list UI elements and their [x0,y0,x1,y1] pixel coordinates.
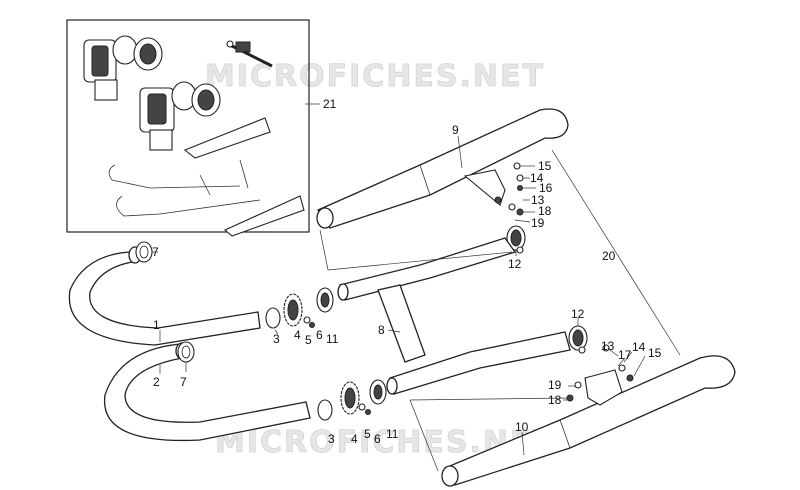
callout-12-upper: 12 [508,257,522,271]
callout-13-lower: 13 [601,339,615,353]
callout-19-upper: 19 [531,216,545,230]
callout-14-lower: 14 [632,340,646,354]
callout-20: 20 [602,249,616,263]
inset-carburetor-lower [139,81,221,151]
callout-8: 8 [378,323,385,337]
watermark-top: MICROFICHES.NET [205,59,545,94]
lower-ring-set [317,379,387,421]
inset-mini-exhaust [108,117,305,237]
callout-3-upper: 3 [273,332,280,346]
muffler-lower [441,355,736,487]
callout-4-upper: 4 [294,328,301,342]
callout-10: 10 [515,420,529,434]
callout-20-leader [319,149,681,472]
callout-7-upper: 7 [152,245,159,259]
callout-21: 21 [323,97,337,111]
callout-6-lower: 6 [374,432,381,446]
callout-18-lower: 18 [548,393,562,407]
inset-throttle-rod [226,40,273,68]
callout-3-lower: 3 [328,432,335,446]
callout-17: 17 [618,348,632,362]
callout-12-lower: 12 [571,307,585,321]
callout-13-upper: 13 [531,193,545,207]
header-pipe-1 [68,246,261,346]
callout-15-upper: 15 [538,159,552,173]
callout-19-lower: 19 [548,378,562,392]
callout-7-lower: 7 [180,375,187,389]
inset-carburetor-upper [83,35,163,101]
callout-6-upper: 6 [316,328,323,342]
callout-9: 9 [452,123,459,137]
callout-4-lower: 4 [351,432,358,446]
callout-15-lower: 15 [648,346,662,360]
gasket-7-lower [177,341,195,363]
callout-11-lower: 11 [386,427,399,441]
callout-16: 16 [539,181,553,195]
callout-5-upper: 5 [305,333,312,347]
upper-ring-set [265,287,334,329]
bracket-hardware-upper [508,162,536,223]
callout-2: 2 [153,375,160,389]
callout-5-lower: 5 [364,427,371,441]
callout-18-upper: 18 [538,204,552,218]
inset-box-carburetor-kit [66,19,320,237]
callout-1: 1 [153,318,160,332]
watermark-bottom: MICROFICHES.NET [215,425,555,460]
clamp-lower [568,325,588,354]
gasket-7-upper [135,241,153,263]
crossover-pipe [337,237,571,395]
muffler-upper [316,108,569,229]
clamp-upper [506,225,526,254]
callout-11-upper: 11 [326,332,339,346]
callout-14-upper: 14 [530,171,544,185]
